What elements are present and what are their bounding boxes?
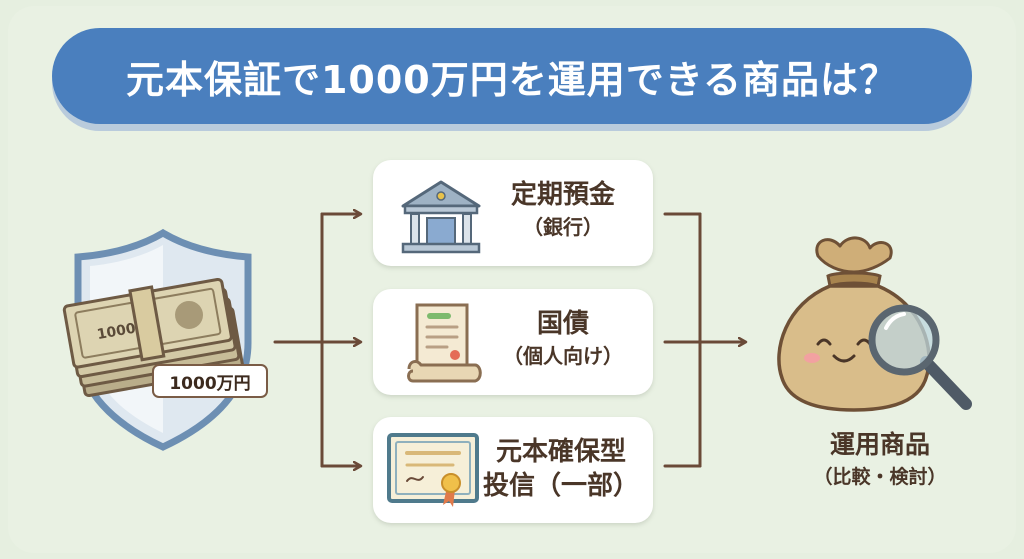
- bill-label: 1000: [96, 321, 137, 344]
- amount-tag: 1000万円: [152, 364, 268, 398]
- result-name: 運用商品: [829, 430, 930, 459]
- result-sub: （比較・検討）: [813, 466, 947, 488]
- merge-arrows: [663, 212, 745, 468]
- option-name-line1: 元本確保型: [495, 437, 626, 467]
- option-name: 定期預金: [510, 180, 615, 210]
- option-card-time-deposit: 定期預金 （銀行）: [373, 160, 653, 266]
- option-name-line2: 投信（一部）: [482, 471, 639, 501]
- shield-money-icon: 1000: [62, 228, 252, 451]
- option-name: 国債: [536, 309, 589, 339]
- scroll-icon: [407, 303, 482, 383]
- page-title: 元本保証で1000万円を運用できる商品は？: [125, 57, 898, 102]
- split-arrows: [273, 214, 360, 466]
- option-sub: （銀行）: [523, 215, 603, 239]
- bank-icon: [401, 180, 481, 254]
- option-card-government-bond: 国債 （個人向け）: [373, 289, 653, 395]
- certificate-icon: [387, 433, 479, 507]
- title-banner: 元本保証で1000万円を運用できる商品は？: [52, 28, 972, 124]
- money-bag-magnifier-icon: [777, 236, 972, 412]
- option-sub: （個人向け）: [503, 344, 623, 368]
- result-label: 運用商品 （比較・検討）: [770, 428, 990, 492]
- option-card-guaranteed-fund: 元本確保型 投信（一部）: [373, 417, 653, 523]
